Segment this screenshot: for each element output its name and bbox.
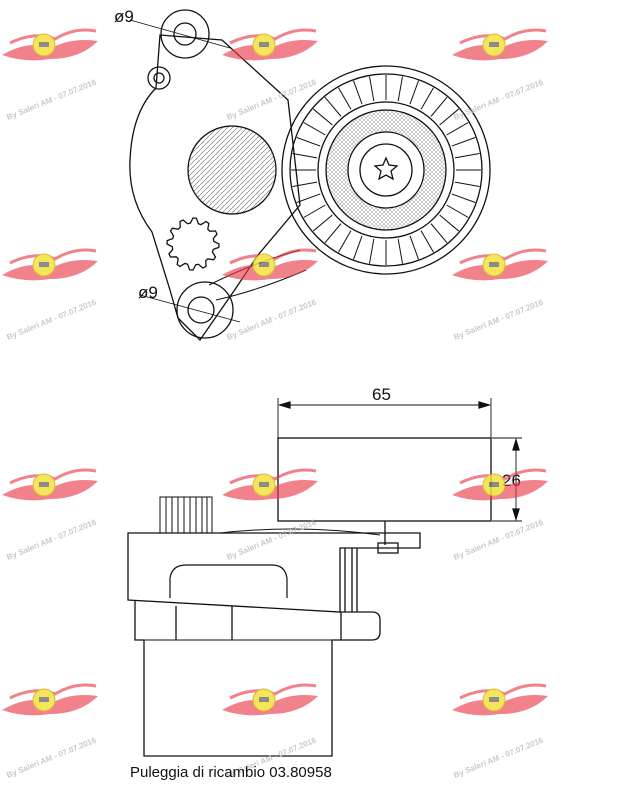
pulley-rib bbox=[312, 108, 333, 126]
pulley-profile bbox=[277, 437, 492, 522]
width-label: 65 bbox=[372, 385, 391, 404]
watermark-text: By Saleri AM - 07.07.2016 bbox=[5, 297, 98, 341]
pulley-rib bbox=[296, 137, 321, 147]
watermark-text: By Saleri AM - 07.07.2016 bbox=[452, 77, 545, 121]
lower-ear bbox=[176, 281, 234, 339]
pulley-rib bbox=[430, 96, 448, 117]
pulley-rib bbox=[446, 122, 469, 136]
watermark-logo-icon bbox=[220, 468, 320, 502]
pulley-rib bbox=[324, 223, 342, 244]
watermark-logo-icon bbox=[0, 28, 100, 62]
pulley-rib bbox=[303, 204, 326, 218]
watermark-logo-icon bbox=[0, 683, 100, 717]
watermark-text: By Saleri AM - 07.07.2016 bbox=[225, 297, 318, 341]
pulley-front bbox=[281, 65, 491, 275]
watermark-logo-icon bbox=[0, 248, 100, 282]
top-view bbox=[129, 9, 491, 342]
pulley-rib bbox=[303, 122, 326, 136]
watermark-logo-icon bbox=[220, 28, 320, 62]
bolt bbox=[377, 542, 399, 554]
watermark-text: By Saleri AM - 07.07.2016 bbox=[225, 517, 318, 561]
watermark-logo-icon bbox=[450, 28, 550, 62]
caption: Puleggia di ricambio 03.80958 bbox=[130, 764, 332, 781]
pulley-rib bbox=[454, 153, 480, 159]
arm-section bbox=[187, 125, 277, 215]
tensioner-body-side bbox=[134, 600, 381, 757]
pulley-rib bbox=[420, 87, 434, 110]
pulley-rib bbox=[439, 214, 460, 232]
pulley-rib bbox=[430, 223, 448, 244]
pulley-rib bbox=[420, 230, 434, 253]
side-view bbox=[127, 398, 522, 757]
pulley-rib bbox=[369, 76, 375, 102]
pulley-rib bbox=[369, 238, 375, 264]
small-boss bbox=[147, 66, 171, 90]
pulley-rib bbox=[409, 80, 419, 105]
pulley-rib bbox=[409, 235, 419, 260]
pulley-rib bbox=[353, 80, 363, 105]
watermark-logo-icon bbox=[0, 468, 100, 502]
watermark-text: By Saleri AM - 07.07.2016 bbox=[225, 77, 318, 121]
gear bbox=[166, 217, 220, 271]
pulley-rib bbox=[454, 181, 480, 187]
upper-hole bbox=[173, 22, 197, 46]
watermark-logo-icon bbox=[220, 248, 320, 282]
pulley-rib bbox=[439, 108, 460, 126]
hole-upper-label: ø9 bbox=[114, 7, 134, 26]
pulley-rib bbox=[292, 181, 318, 187]
tensioner-bracket bbox=[129, 34, 301, 342]
pulley-rib bbox=[312, 214, 333, 232]
watermark-logo-icon bbox=[450, 248, 550, 282]
watermark-text: By Saleri AM - 07.07.2016 bbox=[5, 735, 98, 779]
watermark-text: By Saleri AM - 07.07.2016 bbox=[452, 297, 545, 341]
watermark-text: By Saleri AM - 07.07.2016 bbox=[452, 517, 545, 561]
lower-hole bbox=[187, 296, 215, 324]
pulley-rib bbox=[338, 87, 352, 110]
torx-center bbox=[373, 156, 399, 181]
watermark-logo-icon bbox=[450, 468, 550, 502]
gear-teeth-side bbox=[159, 496, 213, 534]
pulley-rib bbox=[397, 76, 403, 102]
pulley-rib bbox=[451, 193, 476, 203]
pulley-rib bbox=[353, 235, 363, 260]
tensioner-arm-side bbox=[127, 532, 421, 613]
pulley-rib bbox=[292, 153, 318, 159]
watermark-logo-icon bbox=[450, 683, 550, 717]
watermark-text: By Saleri AM - 07.07.2016 bbox=[5, 77, 98, 121]
watermark-text: By Saleri AM - 07.07.2016 bbox=[452, 735, 545, 779]
hole-lower-label: ø9 bbox=[138, 283, 158, 302]
pulley-rib bbox=[338, 230, 352, 253]
pulley-rib bbox=[446, 204, 469, 218]
pulley-rib bbox=[397, 238, 403, 264]
pulley-rib bbox=[296, 193, 321, 203]
watermark-logo-icon bbox=[220, 683, 320, 717]
pulley-rib bbox=[451, 137, 476, 147]
watermark-text: By Saleri AM - 07.07.2016 bbox=[5, 517, 98, 561]
pulley-rib bbox=[324, 96, 342, 117]
upper-ear bbox=[160, 9, 210, 59]
